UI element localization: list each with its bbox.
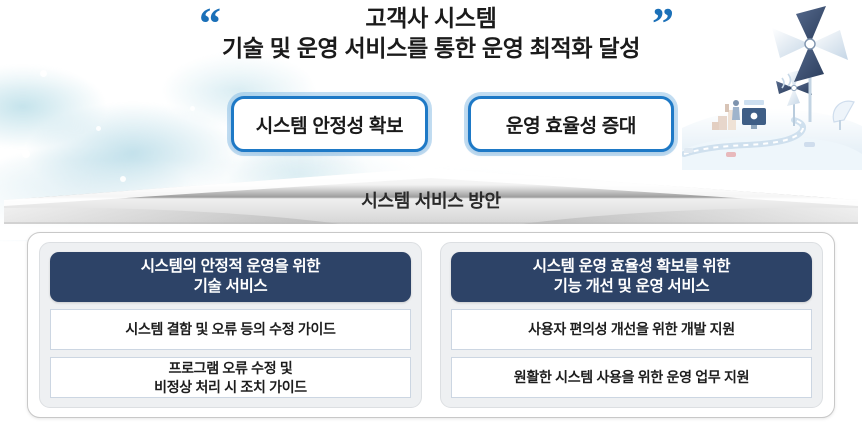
service-item-line-1: 사용자 편의성 개선을 위한 개발 지원 (528, 321, 735, 338)
road-path (682, 117, 806, 157)
service-panel-header: 시스템의 안정적 운영을 위한 기술 서비스 (50, 252, 411, 302)
page-title-line-2: 기술 및 운영 서비스를 통한 운영 최적화 달성 (221, 34, 641, 61)
vehicle (726, 152, 736, 157)
person-body (732, 107, 740, 120)
goal-pill-label: 운영 효율성 증대 (505, 115, 637, 137)
section-banner-label: 시스템 서비스 방안 (361, 191, 501, 211)
building (718, 116, 727, 130)
service-item[interactable]: 원활한 시스템 사용을 위한 운영 업무 지원 (451, 357, 812, 398)
service-panel-technical: 시스템의 안정적 운영을 위한 기술 서비스 시스템 결함 및 오류 등의 수정… (39, 242, 422, 408)
road-centerline (683, 119, 804, 155)
motion-tick (781, 77, 785, 89)
speck (40, 70, 47, 77)
service-panel-header-line-2: 기능 개선 및 운영 서비스 (553, 278, 710, 295)
services-card: 시스템의 안정적 운영을 위한 기술 서비스 시스템 결함 및 오류 등의 수정… (27, 232, 835, 418)
service-panel-operational: 시스템 운영 효율성 확보를 위한 기능 개선 및 운영 서비스 사용자 편의성… (440, 242, 823, 408)
hill-shape-back (682, 135, 862, 170)
service-item[interactable]: 사용자 편의성 개선을 위한 개발 지원 (451, 309, 812, 350)
goal-pill-efficiency[interactable]: 운영 효율성 증대 (468, 96, 674, 152)
hill-shape (682, 108, 862, 170)
monitor-stand (751, 125, 757, 129)
service-item[interactable]: 시스템 결함 및 오류 등의 수정 가이드 (50, 309, 411, 350)
banner-shape (4, 168, 858, 224)
service-item[interactable]: 프로그램 오류 수정 및 비정상 처리 시 조치 가이드 (50, 357, 411, 398)
motion-tick (787, 73, 792, 87)
speck (96, 126, 101, 131)
satellite-dish-icon (832, 100, 855, 123)
service-panel-header-line-2: 기술 서비스 (193, 278, 268, 295)
service-item-line-1: 원활한 시스템 사용을 위한 운영 업무 지원 (513, 369, 750, 386)
speck (190, 106, 195, 111)
service-panel-header-line-1: 시스템의 안정적 운영을 위한 (140, 257, 321, 275)
speck (22, 150, 30, 158)
monitor-dot (750, 112, 758, 120)
section-banner: 시스템 서비스 방안 (0, 166, 862, 228)
vehicle (804, 142, 815, 147)
service-panel-header-line-1: 시스템 운영 효율성 확보를 위한 (532, 257, 731, 275)
building (712, 122, 719, 130)
quote-close-icon: ” (652, 0, 674, 48)
person-head (733, 100, 739, 106)
goal-pill-label: 시스템 안정성 확보 (255, 115, 404, 137)
pinwheel-small (776, 70, 812, 106)
service-item-line-1: 프로그램 오류 수정 및 (168, 359, 293, 376)
vehicle (684, 148, 693, 153)
pinwheel-large (772, 6, 848, 82)
page-title: 고객사 시스템 기술 및 운영 서비스를 통한 운영 최적화 달성 (131, 4, 731, 64)
page-title-line-1: 고객사 시스템 (365, 5, 497, 31)
building (725, 104, 729, 112)
service-item-line-1: 시스템 결함 및 오류 등의 수정 가이드 (125, 321, 336, 338)
service-panel-header: 시스템 운영 효율성 확보를 위한 기능 개선 및 운영 서비스 (451, 252, 812, 302)
service-item-line-2: 비정상 처리 시 조치 가이드 (154, 378, 307, 395)
building (728, 110, 736, 130)
monitor-icon (742, 108, 766, 125)
goal-pill-stability[interactable]: 시스템 안정성 확보 (231, 96, 428, 152)
panel-bar (744, 100, 764, 105)
quote-open-icon: “ (199, 0, 221, 48)
